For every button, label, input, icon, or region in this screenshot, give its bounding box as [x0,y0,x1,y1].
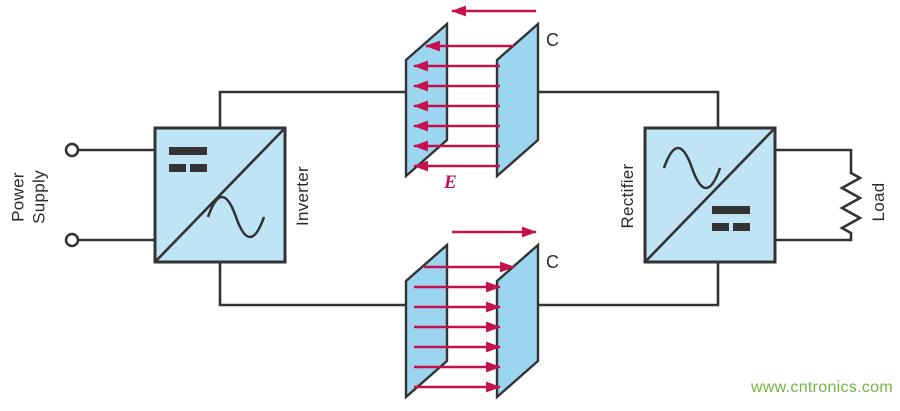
dc-symbol [169,147,207,172]
wire-topcap-to-rectifier [538,90,720,128]
capacitor-top [404,5,540,179]
power-supply-line1: Power [8,172,28,222]
e-field-arrows-left [412,5,536,172]
wire-botcap-to-rectifier [538,262,720,307]
dc-dash-bar [733,223,750,231]
rectifier-diagonal [644,127,776,263]
inverter-diagonal [154,127,286,263]
e-field-arrows-right [414,226,538,393]
capacitor-top-label: C [546,30,560,50]
power-supply-label: Power Supply [8,140,50,255]
capacitor-plate-right [495,21,540,179]
dc-solid-bar [712,206,750,214]
ac-sine-symbol [662,146,722,190]
wires [78,90,853,307]
ac-sine-symbol [206,195,266,239]
dc-symbol [712,206,750,231]
capacitor-plate-left [404,242,449,400]
wire-rectifier-to-load-top [775,148,853,170]
inverter-box [153,126,287,264]
wire-inverter-to-topcap [218,90,406,128]
dc-dash-bar [169,164,186,172]
inverter-label: Inverter [293,165,312,227]
load-resistor [839,170,863,235]
e-field-label: E [444,172,457,193]
watermark: www.cntronics.com [750,379,893,396]
capacitor-bottom-label: C [546,252,560,272]
dc-dash-bar [712,223,729,231]
terminal-top [64,142,80,158]
wire-inverter-to-botcap [218,262,406,307]
rectifier-label: Rectifier [618,163,637,229]
capacitor-plate-right [495,242,540,400]
dc-solid-bar [169,147,207,155]
power-supply-line2: Supply [29,170,49,224]
capacitor-bottom [404,226,540,400]
wire-rectifier-to-load-bottom [775,234,853,242]
dc-dash-bar [190,164,207,172]
capacitor-plates [404,242,540,400]
load-label: Load [869,182,888,222]
terminal-bottom [64,232,80,248]
rectifier-box [643,126,777,264]
